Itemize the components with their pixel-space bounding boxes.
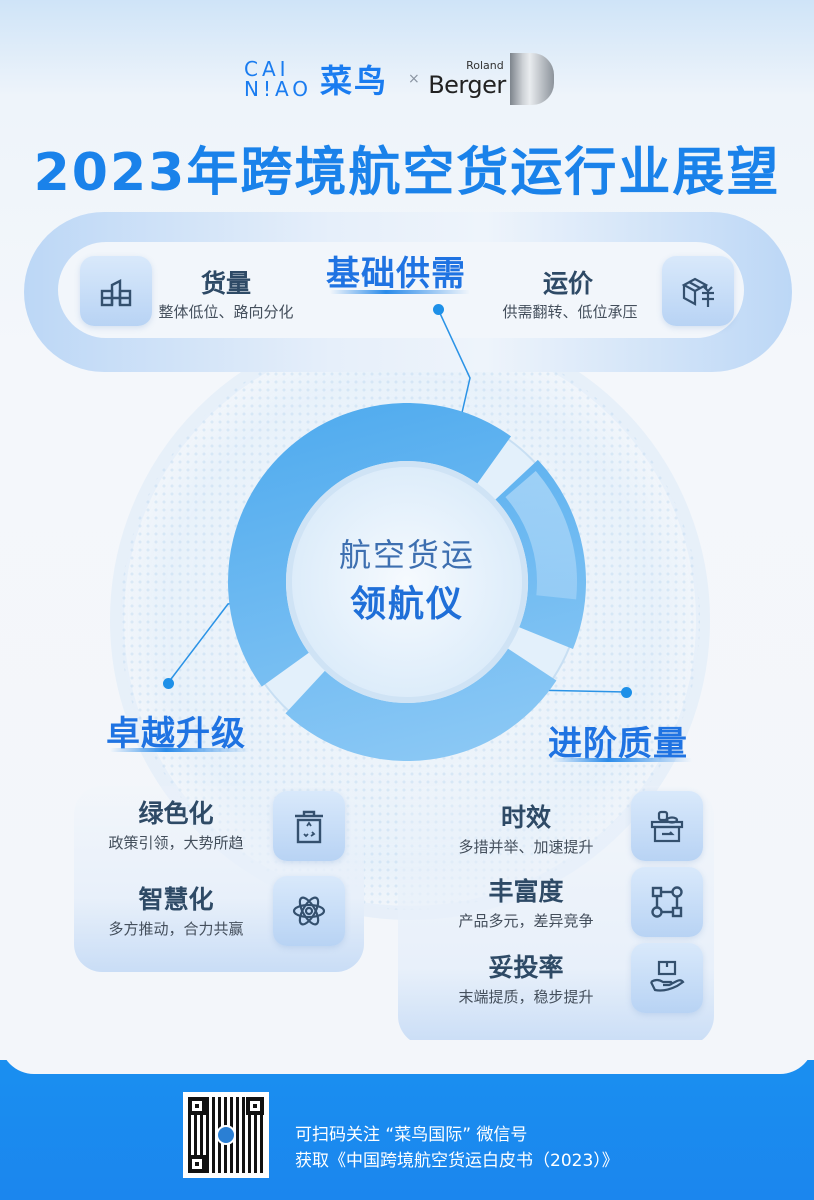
volume-icon-tile bbox=[80, 256, 152, 326]
roland-text: Roland bbox=[466, 59, 504, 72]
timeliness-subtitle: 多措并举、加速提升 bbox=[458, 838, 594, 856]
volume-title: 货量 bbox=[200, 269, 251, 298]
section-underline bbox=[330, 290, 470, 294]
footer-line1: 可扫码关注 “菜鸟国际” 微信号 bbox=[295, 1125, 528, 1145]
qr-center-logo-icon bbox=[216, 1125, 236, 1145]
roland-berger-wordmark: Roland Berger bbox=[428, 59, 506, 99]
smart-icon-tile bbox=[273, 876, 345, 946]
section-underline bbox=[110, 748, 250, 752]
richness-subtitle: 产品多元，差异竞争 bbox=[458, 912, 594, 930]
recycle-bin-icon bbox=[295, 810, 323, 844]
qr-finder bbox=[188, 1155, 206, 1173]
qr-finder bbox=[188, 1097, 206, 1115]
qr-code-pattern bbox=[188, 1097, 264, 1173]
hand-package-icon bbox=[650, 960, 685, 992]
section-advanced-quality-label: 进阶质量 bbox=[548, 724, 688, 764]
smart-subtitle: 多方推动，合力共赢 bbox=[108, 920, 244, 938]
cainiao-logo-en: CAI N!AO bbox=[244, 59, 316, 99]
network-nodes-icon bbox=[651, 886, 683, 918]
footer-line2: 获取《中国跨境航空货运白皮书（2023）》 bbox=[295, 1151, 619, 1171]
green-subtitle: 政策引领，大势所趋 bbox=[108, 834, 244, 852]
atom-icon bbox=[292, 896, 326, 926]
parcel-stack-icon bbox=[650, 810, 684, 843]
box-price-icon bbox=[681, 277, 714, 307]
connector-dot bbox=[433, 304, 444, 315]
green-title: 绿色化 bbox=[138, 799, 214, 828]
wechat-qr-code[interactable] bbox=[183, 1092, 269, 1178]
roland-berger-b-logo-icon bbox=[509, 53, 554, 105]
qr-finder bbox=[246, 1097, 264, 1115]
price-icon-tile bbox=[662, 256, 734, 326]
cainiao-logo-line1: CAI bbox=[244, 57, 290, 81]
section-excellence-upgrade-label: 卓越升级 bbox=[106, 714, 246, 754]
buildings-chart-icon bbox=[100, 279, 132, 307]
dial-title-line2: 领航仪 bbox=[349, 584, 464, 625]
page-title: 2023年跨境航空货运行业展望 bbox=[33, 143, 781, 203]
aviation-cargo-dial bbox=[228, 403, 586, 761]
connector-dot bbox=[163, 678, 174, 689]
logo-row: CAI N!AO 菜鸟 × Roland Berger bbox=[244, 52, 554, 106]
delivery-rate-icon-tile bbox=[631, 943, 703, 1013]
timeliness-title: 时效 bbox=[500, 803, 551, 832]
price-subtitle: 供需翻转、低位承压 bbox=[502, 303, 638, 321]
section-supply-demand-label: 基础供需 bbox=[326, 254, 466, 294]
richness-icon-tile bbox=[631, 867, 703, 937]
richness-title: 丰富度 bbox=[488, 877, 564, 906]
cainiao-logo-cn: 菜鸟 bbox=[320, 62, 389, 100]
footer-text: 可扫码关注 “菜鸟国际” 微信号 获取《中国跨境航空货运白皮书（2023）》 bbox=[295, 1122, 619, 1174]
smart-title: 智慧化 bbox=[138, 885, 214, 914]
dial-title-line1: 航空货运 bbox=[338, 536, 475, 574]
footer-banner bbox=[0, 1060, 814, 1200]
green-icon-tile bbox=[273, 791, 345, 861]
timeliness-icon-tile bbox=[631, 791, 703, 861]
delivery-rate-title: 妥投率 bbox=[488, 953, 564, 982]
section-underline bbox=[552, 758, 692, 762]
footer-cap bbox=[0, 1040, 814, 1074]
cainiao-logo-line2: N!AO bbox=[244, 77, 313, 101]
collab-times-symbol: × bbox=[408, 71, 420, 87]
price-title: 运价 bbox=[542, 269, 593, 298]
berger-text: Berger bbox=[428, 71, 506, 99]
connector-dot bbox=[621, 687, 632, 698]
delivery-rate-subtitle: 末端提质，稳步提升 bbox=[458, 988, 594, 1006]
volume-subtitle: 整体低位、路向分化 bbox=[158, 303, 294, 321]
